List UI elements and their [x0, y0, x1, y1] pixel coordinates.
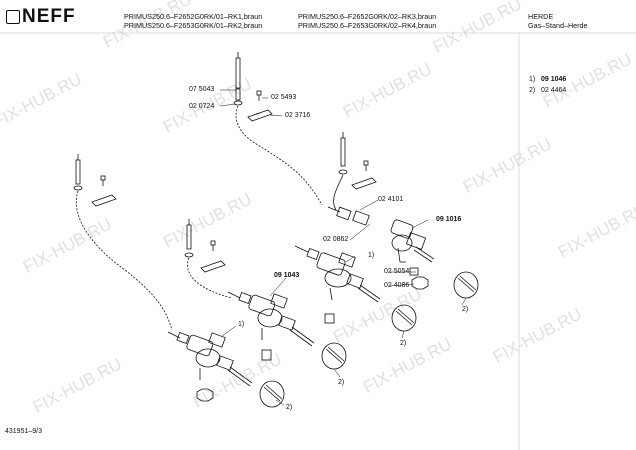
legend-num: 2)	[529, 87, 536, 94]
gas-valve	[167, 331, 253, 387]
legend-code: 09 1046	[541, 76, 567, 83]
thermocouple-probe	[184, 219, 233, 299]
part-label: 09 1043	[274, 272, 300, 279]
legend-code: 02 4464	[541, 87, 567, 94]
gas-valve	[294, 245, 381, 303]
control-knob	[321, 342, 347, 370]
bracket-part	[200, 260, 226, 273]
part-ref-label: 1)	[368, 252, 375, 259]
part-label: 09 1016	[436, 216, 462, 223]
gas-valve	[327, 206, 435, 263]
category-title: HERDE	[528, 12, 554, 21]
thermocouple-probe	[73, 154, 173, 331]
thermocouple-probe	[333, 132, 348, 211]
legend-num: 1)	[529, 76, 536, 83]
part-ref-label: 2)	[400, 340, 407, 347]
control-knob	[453, 271, 479, 299]
model-line: PRIMUS250.6–F2652G0RK/02–RK3,braun	[298, 12, 437, 21]
part-label: 02 0724	[189, 103, 215, 110]
part-ref-label: 1)	[238, 321, 245, 328]
model-line: PRIMUS250.6–F2653G0RK/02–RK4,braun	[298, 21, 437, 30]
part-label: 02 0862	[323, 236, 349, 243]
screw-part	[256, 90, 262, 101]
part-label: 07 5043	[189, 86, 215, 93]
part-label: 02 5493	[271, 94, 297, 101]
category-subtitle: Gas–Stand–Herde	[528, 21, 588, 30]
part-ref-label: 2)	[286, 404, 293, 411]
part-label: 02 4101	[378, 196, 404, 203]
part-ref-label: 2)	[462, 306, 469, 313]
brand-logo: NEFF	[22, 6, 76, 27]
bracket-part	[91, 194, 117, 207]
drawing-number: 431951–9/3	[5, 428, 42, 435]
nut-part	[196, 267, 429, 402]
screw-part	[363, 160, 369, 171]
model-line: PRIMUS250.6–F2652G0RK/01–RK1,braun	[124, 12, 263, 21]
part-label: 02 5054	[384, 268, 410, 275]
thermocouple-probe	[233, 52, 323, 206]
screw-part	[210, 240, 216, 251]
part-ref-label: 2)	[338, 379, 345, 386]
part-label: 02 4086	[384, 282, 410, 289]
model-line: PRIMUS250.6–F2653G0RK/01–RK2,braun	[124, 21, 263, 30]
control-knob	[391, 304, 417, 332]
part-label: 02 3716	[285, 112, 311, 119]
brand-logo-mark	[6, 10, 20, 24]
screw-part	[100, 175, 106, 186]
bracket-part	[351, 177, 377, 190]
gas-valve	[227, 291, 315, 347]
bracket-part	[247, 109, 273, 122]
control-knob	[259, 380, 285, 408]
